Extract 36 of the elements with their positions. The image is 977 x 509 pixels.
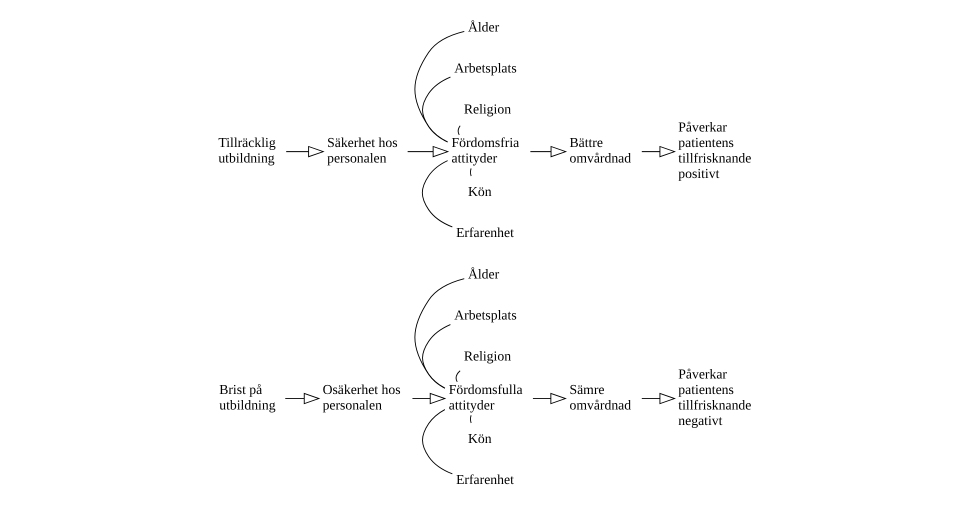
connector bbox=[470, 414, 472, 424]
node-text: Fördomsfulla attityder bbox=[448, 382, 522, 413]
node-text: Osäkerhet hos personalen bbox=[322, 382, 400, 413]
node-text: Ålder bbox=[467, 266, 499, 282]
node-text: Ålder bbox=[467, 19, 499, 34]
node-text: Arbetsplats bbox=[454, 307, 516, 322]
node-text: Säkerhet hos personalen bbox=[326, 135, 398, 166]
arrow bbox=[406, 146, 449, 158]
connector bbox=[414, 278, 464, 389]
node-text: Erfarenhet bbox=[456, 225, 514, 240]
arrow bbox=[532, 392, 566, 404]
node-text: Religion bbox=[463, 102, 511, 117]
connector bbox=[421, 160, 452, 228]
connector bbox=[422, 409, 452, 474]
node-text: Påverkar patientens tillfrisknande negativt bbox=[678, 366, 751, 428]
node-text: Kön bbox=[467, 184, 492, 199]
node-text: Erfarenhet bbox=[456, 472, 514, 488]
node-text: Kön bbox=[467, 430, 492, 446]
node-text: Påverkar patientens tillfrisknande positivt bbox=[678, 120, 751, 182]
node-text: Bättre omvårdnad bbox=[568, 135, 631, 166]
node-text: Religion bbox=[463, 348, 511, 364]
connector bbox=[455, 370, 460, 382]
node-text: Sämre omvårdnad bbox=[568, 382, 631, 413]
connector bbox=[414, 31, 464, 142]
node-text: Fördomsfria attityder bbox=[451, 135, 519, 166]
arrow bbox=[284, 392, 320, 404]
node-text: Arbetsplats bbox=[454, 60, 516, 76]
connector bbox=[470, 168, 472, 177]
arrow bbox=[285, 146, 324, 158]
arrow bbox=[529, 146, 567, 158]
arrow bbox=[640, 392, 676, 404]
arrow bbox=[640, 146, 676, 158]
connector bbox=[457, 125, 460, 136]
arrow bbox=[411, 392, 446, 404]
node-text: Tillräcklig utbildning bbox=[218, 135, 276, 166]
node-text: Brist på utbildning bbox=[218, 382, 276, 413]
